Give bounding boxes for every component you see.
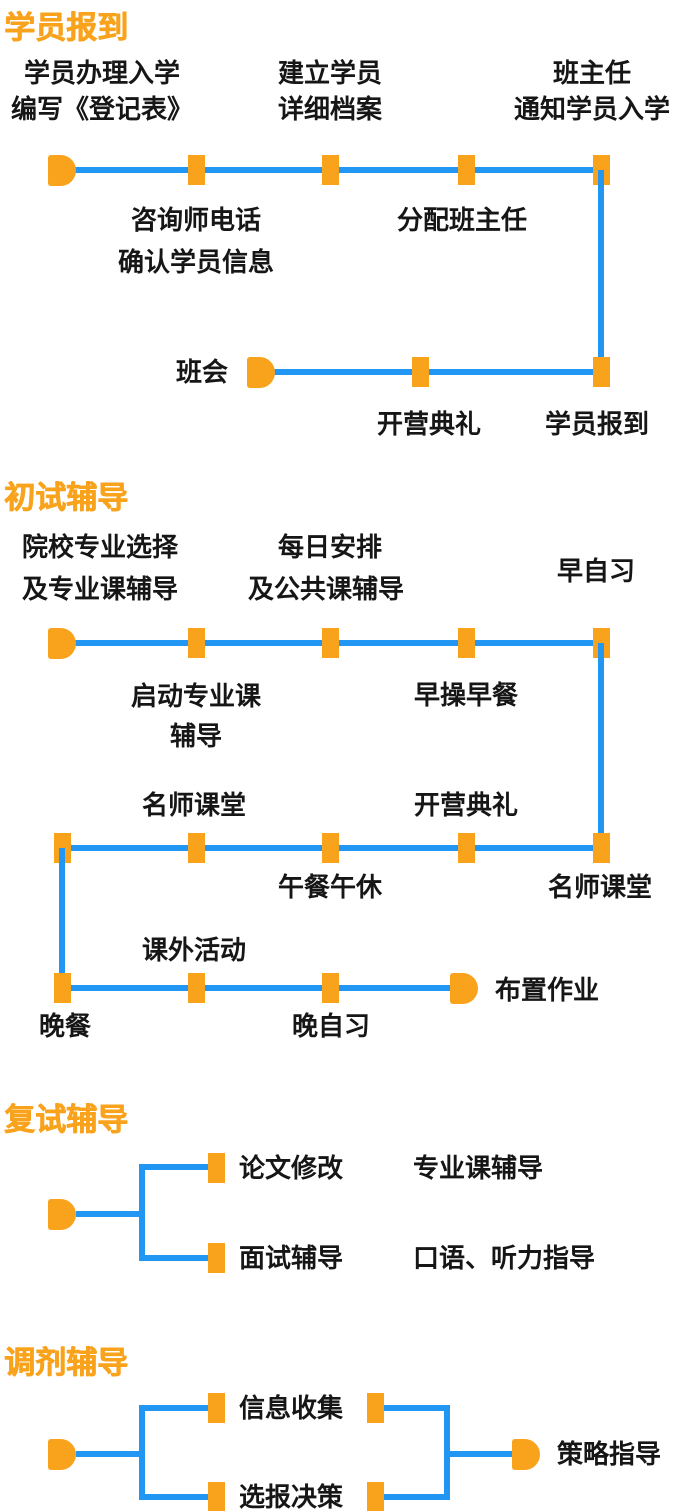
s4-stem-line — [76, 1451, 145, 1457]
s1-row1-node3 — [458, 155, 475, 185]
s1-connector-line — [598, 170, 604, 372]
s1-row1-node2 — [322, 155, 339, 185]
s2-start-cap-icon — [48, 628, 76, 659]
s4-top-line-right — [384, 1405, 450, 1411]
label-oral-listening: 口语、听力指导 — [413, 1243, 596, 1273]
s3-top-node — [208, 1153, 225, 1183]
label-daily-line2: 及公共课辅导 — [247, 574, 405, 604]
label-opening-ceremony-s2: 开营典礼 — [413, 790, 519, 820]
label-school-line1: 院校专业选择 — [21, 532, 179, 562]
label-start-course-line2: 辅导 — [169, 721, 223, 751]
section2-title: 初试辅导 — [4, 480, 128, 515]
label-outdoor-activity: 课外活动 — [141, 935, 247, 965]
label-assign-teacher: 分配班主任 — [396, 205, 528, 235]
s4-top-node1 — [208, 1393, 225, 1423]
s2-row2-node5 — [593, 833, 610, 863]
label-major-course: 专业课辅导 — [413, 1153, 544, 1183]
label-notify-line1: 班主任 — [552, 58, 632, 88]
s3-start-cap-icon — [48, 1199, 76, 1230]
s4-top-node2 — [367, 1393, 384, 1423]
label-morning-study: 早自习 — [556, 556, 636, 586]
s4-left-branch-line — [139, 1405, 145, 1500]
s1-end-cap-icon — [247, 357, 275, 388]
label-archive-line2: 详细档案 — [277, 94, 383, 124]
label-evening-study: 晚自习 — [291, 1011, 371, 1041]
label-lunch-break: 午餐午休 — [277, 872, 383, 902]
s2-row3-line — [62, 985, 464, 991]
label-opening-ceremony-s1: 开营典礼 — [376, 409, 482, 439]
s2-row1-node1 — [188, 628, 205, 658]
s3-bottom-node — [208, 1243, 225, 1273]
s3-branch-line — [139, 1164, 145, 1261]
s1-row2-node2 — [593, 357, 610, 387]
s2-row2-node3 — [322, 833, 339, 863]
s3-stem-line — [76, 1211, 145, 1217]
label-notify-line2: 通知学员入学 — [513, 94, 671, 124]
label-assign-homework: 布置作业 — [495, 975, 600, 1005]
label-paper-revision: 论文修改 — [239, 1153, 344, 1183]
s4-bottom-node2 — [367, 1482, 384, 1511]
label-enroll-line1: 学员办理入学 — [23, 58, 181, 88]
s2-row3-node3 — [322, 973, 339, 1003]
s3-top-line — [142, 1164, 210, 1170]
s4-top-line-left — [142, 1405, 208, 1411]
label-student-checkin: 学员报到 — [544, 409, 650, 439]
section3-title: 复试辅导 — [4, 1102, 128, 1137]
s2-connector-line1 — [598, 643, 604, 848]
label-info-collection: 信息收集 — [239, 1393, 344, 1423]
s4-start-cap-icon — [48, 1439, 76, 1470]
s1-start-cap-icon — [48, 155, 76, 186]
s2-row3-node2 — [188, 973, 205, 1003]
label-dinner: 晚餐 — [38, 1011, 92, 1041]
s1-row2-node1 — [412, 357, 429, 387]
label-consult-line2: 确认学员信息 — [117, 247, 275, 277]
label-interview-tutoring: 面试辅导 — [239, 1243, 344, 1273]
s1-row2-line — [261, 369, 601, 375]
s4-merge-line — [447, 1451, 512, 1457]
label-application-decision: 选报决策 — [239, 1482, 344, 1511]
label-class-meeting: 班会 — [176, 357, 229, 387]
label-start-course-line1: 启动专业课 — [130, 681, 262, 711]
s4-bottom-line-left — [142, 1494, 208, 1500]
s2-row1-node3 — [458, 628, 475, 658]
s2-row3-node1 — [54, 973, 71, 1003]
s2-row2-node2 — [188, 833, 205, 863]
label-enroll-line2: 编写《登记表》 — [10, 94, 194, 124]
s4-end-cap-icon — [512, 1439, 540, 1470]
label-master-class-2: 名师课堂 — [547, 872, 653, 902]
label-consult-line1: 咨询师电话 — [130, 205, 262, 235]
label-daily-line1: 每日安排 — [277, 532, 383, 562]
label-master-class-1: 名师课堂 — [141, 790, 247, 820]
s2-connector-line2 — [59, 848, 65, 988]
s3-bottom-line — [142, 1255, 210, 1261]
label-morning-exercise: 早操早餐 — [413, 680, 519, 710]
label-archive-line1: 建立学员 — [277, 58, 383, 88]
s4-bottom-node1 — [208, 1482, 225, 1511]
s1-row1-node1 — [188, 155, 205, 185]
section4-title: 调剂辅导 — [4, 1345, 128, 1380]
section1-title: 学员报到 — [4, 10, 128, 45]
s2-row2-node4 — [458, 833, 475, 863]
label-strategy-guidance: 策略指导 — [557, 1439, 662, 1469]
s4-bottom-line-right — [384, 1494, 450, 1500]
s2-row1-node2 — [322, 628, 339, 658]
s2-end-cap-icon — [450, 973, 478, 1004]
label-school-line2: 及专业课辅导 — [21, 574, 179, 604]
